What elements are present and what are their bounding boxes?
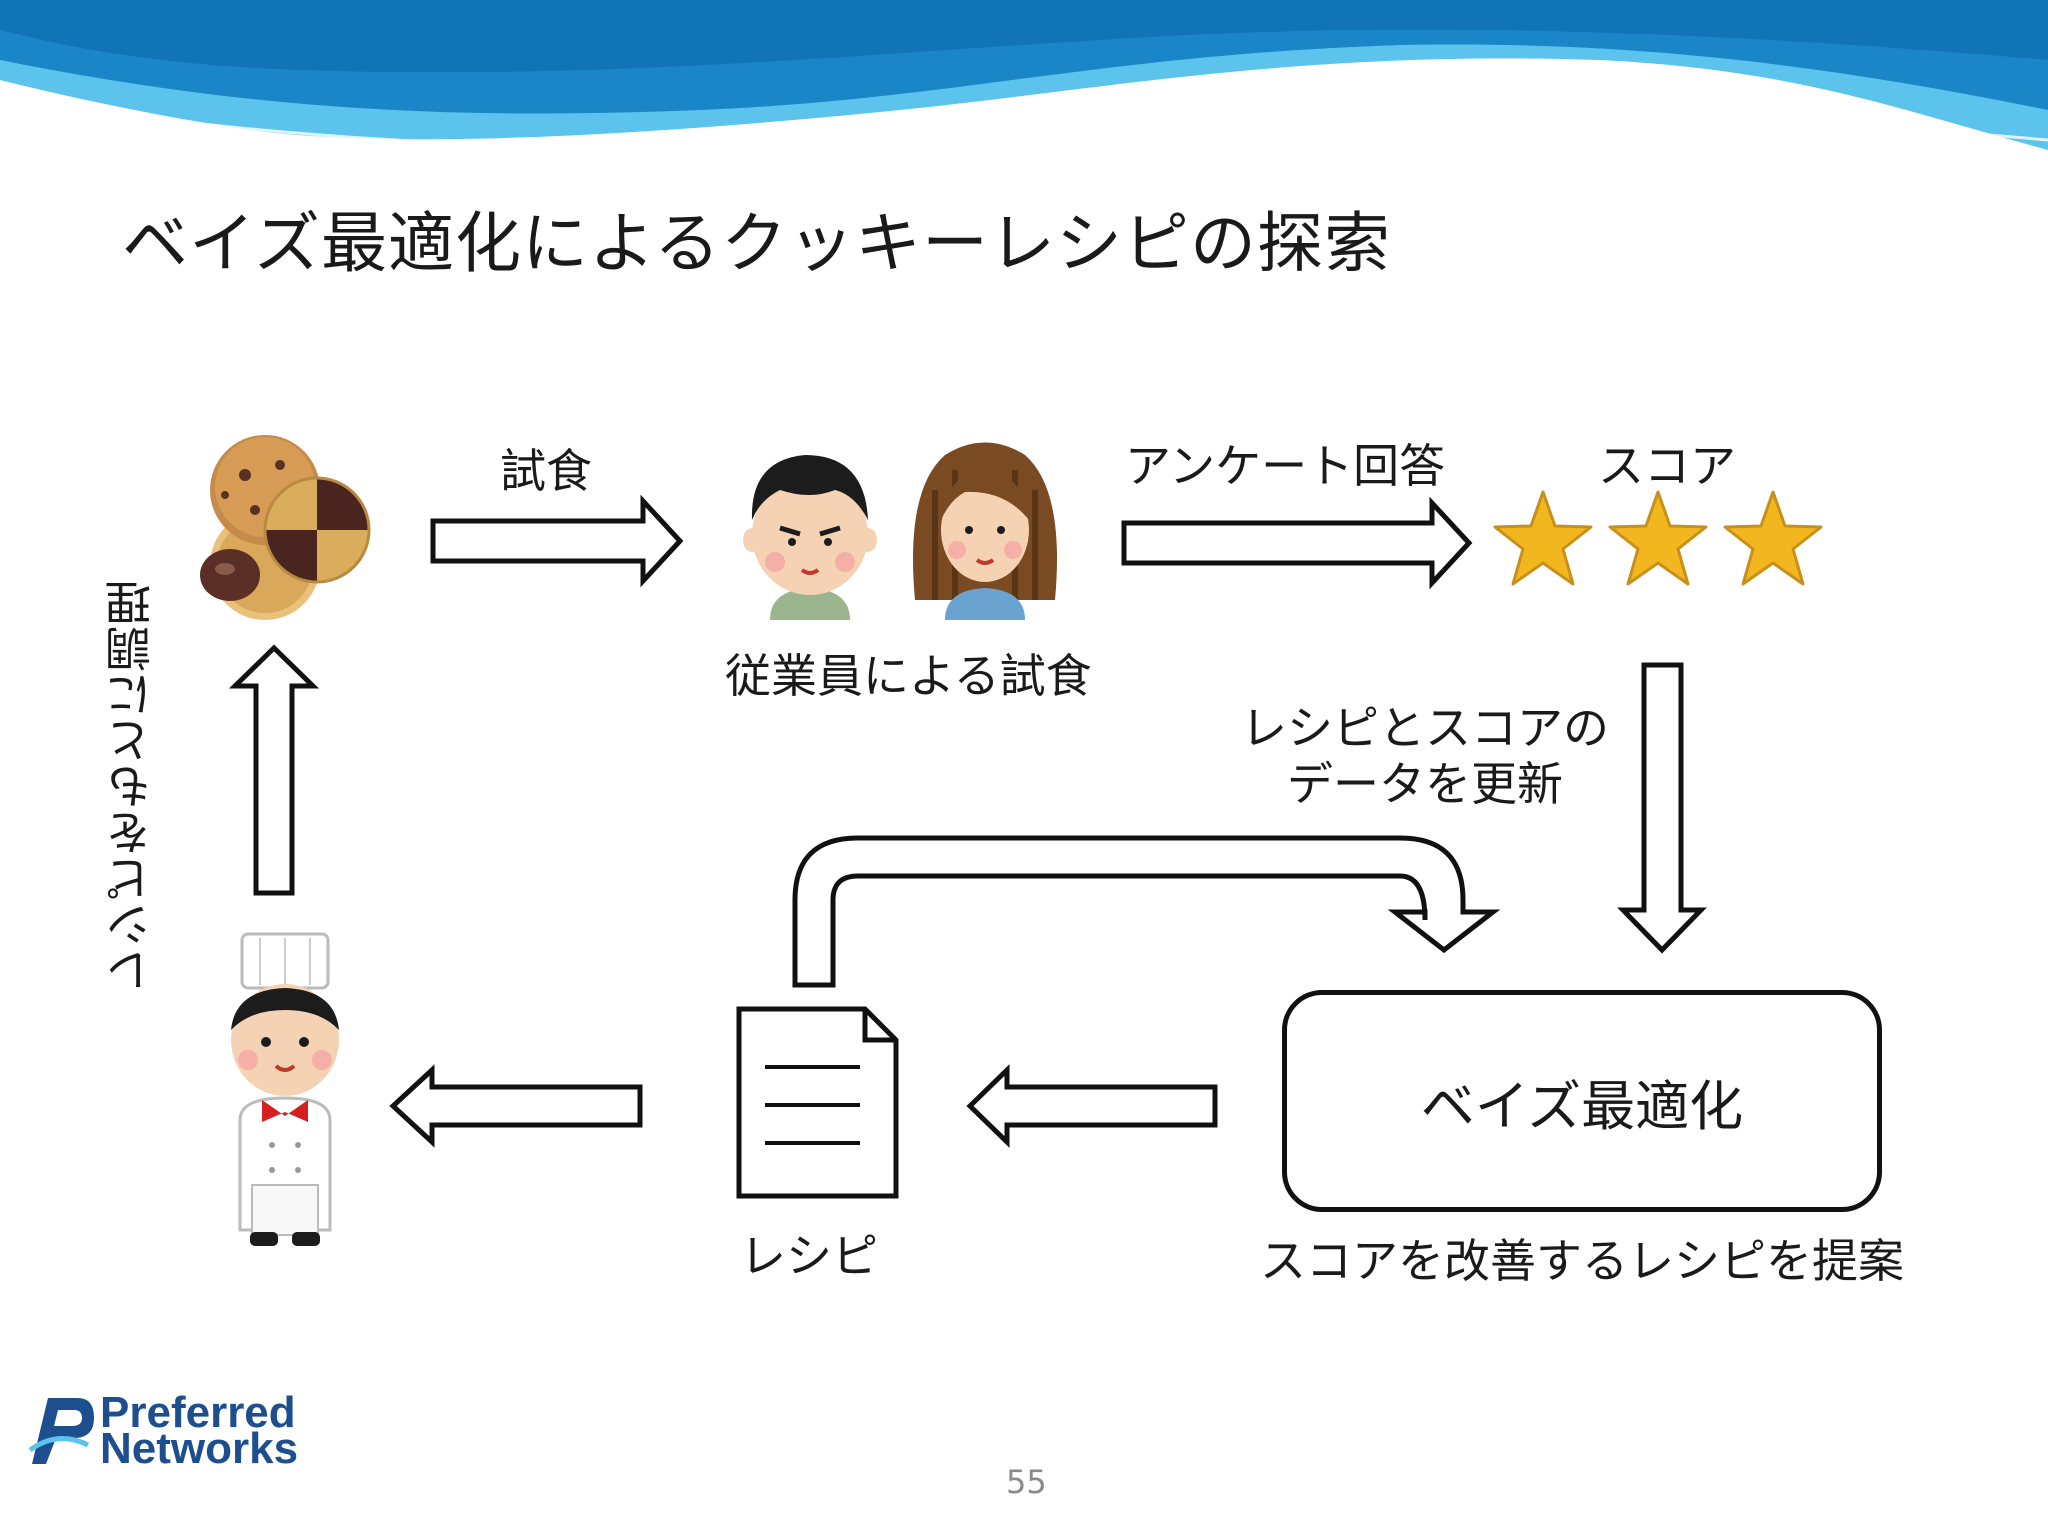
label-recipe: レシピ	[740, 1229, 878, 1283]
label-employees-tasting: 従業員による試食	[725, 649, 1092, 703]
woman-icon	[913, 442, 1057, 620]
arrow-right-tasting	[430, 494, 684, 588]
arrow-right-survey	[1121, 496, 1473, 590]
arrow-down-score	[1617, 662, 1707, 954]
man-icon	[743, 455, 877, 620]
header-wave	[0, 0, 2048, 150]
document-icon	[736, 1006, 899, 1199]
page-number: 55	[1006, 1463, 1047, 1501]
cookies-icon	[200, 435, 371, 620]
star-icon	[1723, 490, 1823, 586]
logo-line1: Preferred	[100, 1388, 296, 1437]
label-bayes-opt: ベイズ最適化	[1420, 1074, 1744, 1138]
stars-rating	[1493, 490, 1823, 586]
bayes-optimization-box: ベイズ最適化	[1282, 990, 1882, 1212]
label-propose: スコアを改善するレシピを提案	[1260, 1234, 1904, 1288]
pfn-logo-icon	[28, 1398, 94, 1464]
star-icon	[1493, 490, 1593, 586]
label-tasting: 試食	[500, 444, 592, 498]
label-update-data: レシピとスコアの データを更新	[1235, 700, 1615, 812]
label-survey-answer: アンケート回答	[1125, 439, 1446, 493]
arrow-up-cook	[228, 644, 320, 896]
slide-title: ベイズ最適化によるクッキーレシピの探索	[122, 205, 1392, 282]
label-update-line2: データを更新	[1287, 757, 1563, 811]
label-score: スコア	[1598, 439, 1736, 493]
pfn-logo-text: Preferred Networks	[100, 1388, 299, 1473]
arrow-left-recipe	[389, 1064, 643, 1148]
arrow-left-propose	[966, 1064, 1218, 1148]
star-icon	[1608, 490, 1708, 586]
label-cook-by-recipe: レシピをもとに調理	[104, 580, 158, 994]
arrow-curved-update	[792, 835, 1501, 988]
label-update-line1: レシピとスコアの	[1241, 701, 1609, 755]
logo-line2: Networks	[100, 1424, 299, 1473]
chef-icon	[231, 932, 339, 1246]
